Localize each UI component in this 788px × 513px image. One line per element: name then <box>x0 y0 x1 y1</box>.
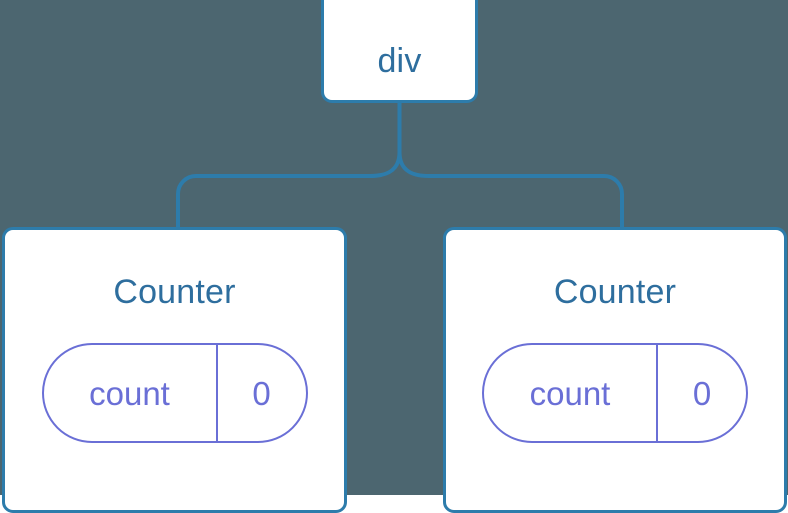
edge-root-to-right-child <box>397 151 624 227</box>
state-pill-right-value-cell: 0 <box>658 345 746 441</box>
state-pill-right[interactable]: count 0 <box>482 343 748 443</box>
state-pill-right-key-cell: count <box>484 345 658 441</box>
edge-root-to-left-child <box>176 151 402 227</box>
state-pill-left-value: 0 <box>252 374 271 412</box>
node-root-div[interactable]: div <box>321 0 478 103</box>
state-pill-left-key-cell: count <box>44 345 218 441</box>
node-root-label: div <box>377 42 422 80</box>
state-pill-left[interactable]: count 0 <box>41 343 308 443</box>
state-pill-left-key: count <box>89 374 170 412</box>
state-pill-right-key: count <box>529 374 611 412</box>
node-counter-left-title: Counter <box>113 273 236 311</box>
node-counter-left[interactable]: Counter count 0 <box>2 227 347 513</box>
state-pill-left-value-cell: 0 <box>218 345 306 441</box>
node-counter-right[interactable]: Counter count 0 <box>443 227 787 513</box>
state-pill-right-value: 0 <box>692 374 712 412</box>
node-counter-right-title: Counter <box>553 273 677 311</box>
